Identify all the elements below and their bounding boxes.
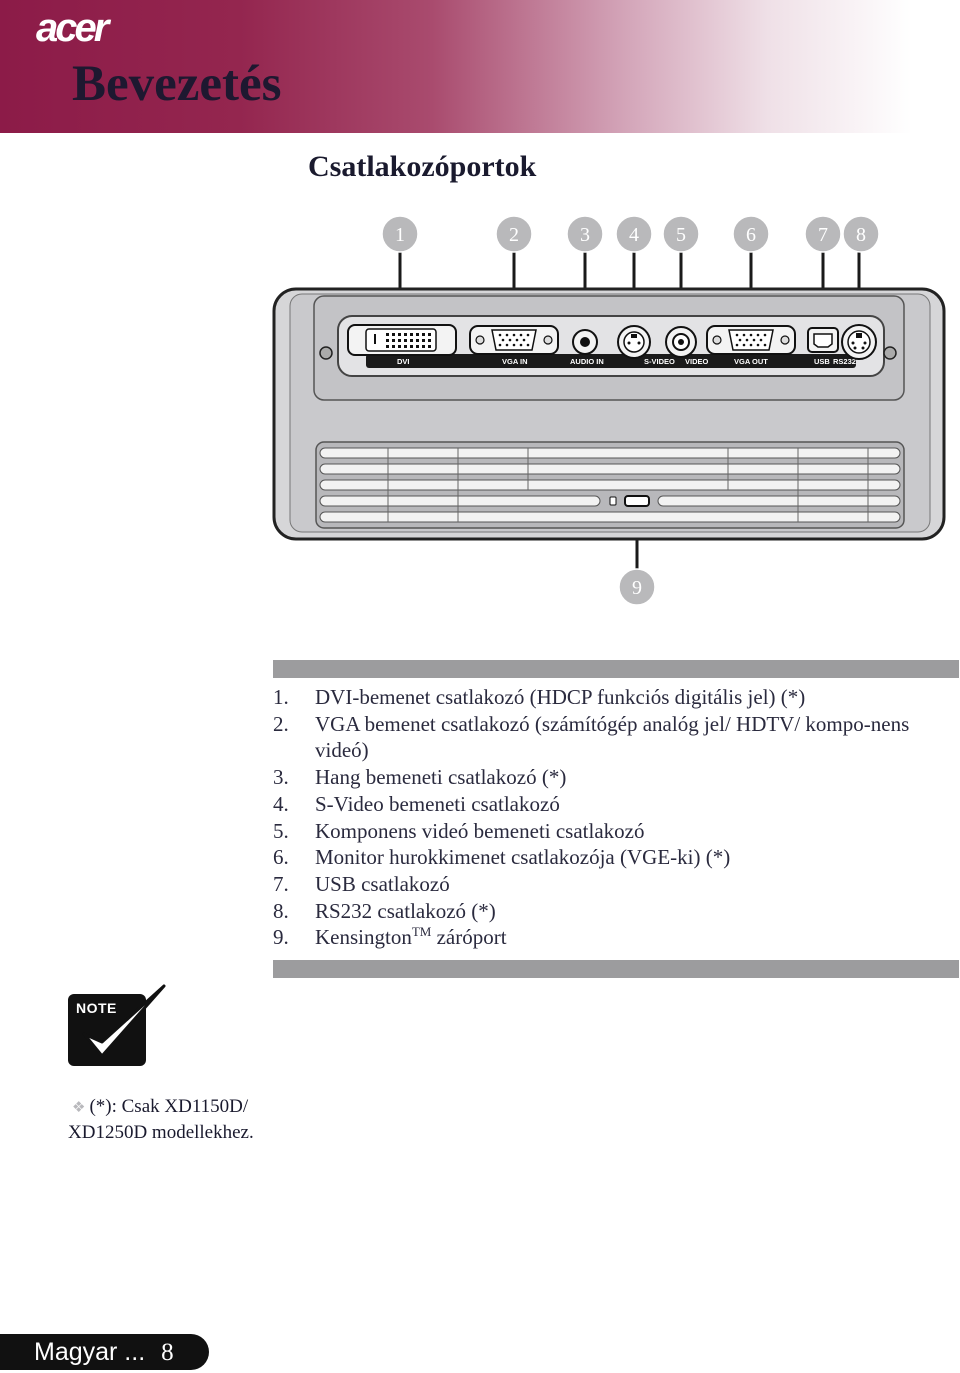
footer-page-tab: Magyar ... 8: [0, 1334, 209, 1370]
callout-3: 3: [566, 215, 604, 253]
s-video-port: [617, 325, 651, 359]
list-item: 6.Monitor hurokkimenet csatlakozója (VGE…: [273, 845, 731, 870]
svg-text:4: 4: [629, 224, 639, 246]
svg-text:1: 1: [395, 224, 405, 246]
list-item: 4.S-Video bemeneti csatlakozó: [273, 791, 560, 816]
port-label-dvi: DVI: [397, 357, 410, 366]
chapter-title: Bevezetés: [72, 56, 282, 112]
screw-left: [319, 346, 333, 360]
svg-text:5: 5: [676, 224, 686, 246]
svg-text:9: 9: [632, 577, 642, 599]
callout-8: 8: [842, 215, 880, 253]
callout-5: 5: [662, 215, 700, 253]
label-strip: [366, 354, 856, 368]
divider-bar-top: [273, 660, 959, 678]
port-label-vga-in: VGA IN: [502, 357, 528, 366]
port-label-video: VIDEO: [685, 357, 709, 366]
port-label-vga-out: VGA OUT: [734, 357, 768, 366]
list-item: 8.RS232 csatlakozó (*): [273, 898, 496, 923]
port-label-rs232: RS232: [833, 357, 856, 366]
svg-text:6: 6: [746, 224, 756, 246]
svg-text:7: 7: [818, 224, 828, 246]
port-label-usb: USB: [814, 357, 830, 366]
callout-6: 6: [732, 215, 770, 253]
vent-grille: [315, 441, 905, 529]
divider-bar-bottom: [273, 960, 959, 978]
list-item: 5.Komponens videó bemeneti csatlakozó: [273, 818, 645, 843]
callout-9: 9: [618, 568, 656, 606]
list-item: 9.KensingtonTM záróport: [273, 924, 507, 950]
acer-logo: acer: [36, 6, 109, 50]
note-checkmark-icon: NOTE: [68, 984, 166, 1066]
list-item: 1.DVI-bemenet csatlakozó (HDCP funkciós …: [273, 685, 806, 709]
screw-right: [883, 346, 897, 360]
footnote: ❖(*): Csak XD1150D/ XD1250D modellekhez.: [68, 1096, 254, 1143]
rs232-port: [841, 324, 877, 360]
callout-1: 1: [381, 215, 419, 253]
svg-text:3: 3: [580, 224, 590, 246]
port-label-audio-in: AUDIO IN: [570, 357, 604, 366]
vga-in-port: [469, 325, 559, 355]
video-port: [665, 326, 697, 358]
svg-text:2: 2: [509, 224, 519, 246]
connector-panel-diagram: DVI VGA IN AUDIO IN S-VIDEO VIDEO VGA OU…: [272, 215, 946, 606]
usb-port: [807, 327, 839, 353]
header-band: [0, 0, 960, 133]
callout-2: 2: [495, 215, 533, 253]
section-title: Csatlakozóportok: [308, 150, 537, 183]
svg-text:8: 8: [856, 224, 866, 246]
note-label: NOTE: [76, 1000, 117, 1016]
port-label-s-video: S-VIDEO: [644, 357, 675, 366]
footer-language: Magyar ...: [34, 1338, 146, 1366]
kensington-slot: [609, 495, 650, 507]
diamond-bullet-icon: ❖: [72, 1098, 86, 1116]
list-item: 3.Hang bemeneti csatlakozó (*): [273, 765, 567, 790]
callout-7: 7: [804, 215, 842, 253]
vga-out-port: [706, 325, 796, 355]
trademark-sup: TM: [411, 924, 432, 940]
list-item: 7.USB csatlakozó: [273, 871, 450, 896]
list-item: 2.VGA bemenet csatlakozó (számítógép ana…: [273, 711, 910, 763]
port-list: 1.DVI-bemenet csatlakozó (HDCP funkciós …: [273, 684, 959, 951]
page-number: 8: [161, 1339, 174, 1366]
dvi-port: [347, 324, 457, 356]
callout-4: 4: [615, 215, 653, 253]
audio-in-port: [572, 329, 598, 355]
